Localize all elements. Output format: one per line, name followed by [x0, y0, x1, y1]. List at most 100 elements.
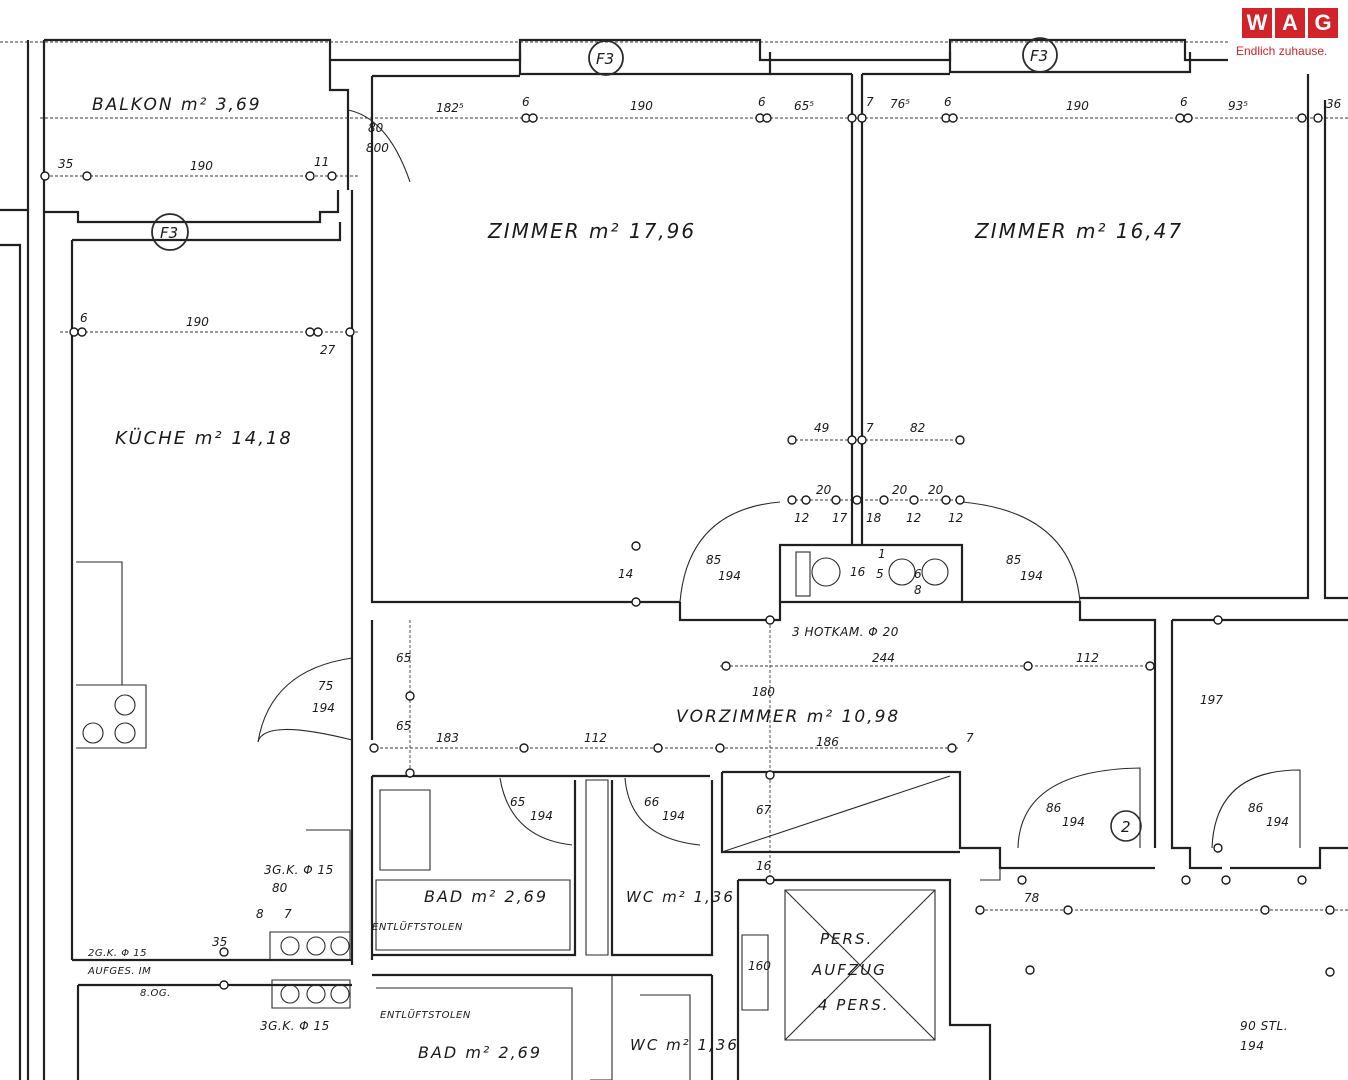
dimension-label: 7 — [966, 731, 974, 745]
dimension-label: 112 — [584, 731, 607, 745]
dimension-label: 160 — [748, 959, 771, 973]
logo-letter: A — [1275, 8, 1305, 38]
dimension-label: 67 — [756, 803, 772, 817]
room-label-aufzug: 4 PERS. — [818, 996, 890, 1014]
dimension-label: 65 — [510, 795, 525, 809]
note-stufen-value: 194 — [1240, 1039, 1264, 1053]
logo-letter: G — [1308, 8, 1338, 38]
dimension-label: 190 — [630, 99, 653, 113]
room-label-wc-1: WC m² 1,36 — [626, 888, 735, 906]
dimension-label: 8 — [256, 907, 264, 921]
room-label-vorzimmer: VORZIMMER m² 10,98 — [676, 707, 900, 727]
dimension-points — [40, 113, 1335, 990]
dimension-label: 7 — [866, 95, 874, 109]
dimension-label: 800 — [366, 141, 389, 155]
note-entlueftung: ENTLÜFTSTOLEN — [372, 920, 463, 933]
window-marker-f3-label: F3 — [160, 224, 178, 242]
dimension-label: 7 — [284, 907, 292, 921]
dimension-label: 112 — [1076, 651, 1099, 665]
dimension-label: 14 — [618, 567, 633, 581]
window-marker-f3 — [588, 40, 624, 76]
dimension-label: 190 — [186, 315, 209, 329]
dimension-label: 49 — [814, 421, 829, 435]
dimension-label: 6 — [80, 311, 88, 325]
window-marker-f3 — [151, 213, 189, 251]
room-label-kueche: KÜCHE m² 14,18 — [115, 427, 293, 449]
dimension-label: 85 — [1006, 553, 1021, 567]
dimension-label: 183 — [436, 731, 459, 745]
dimension-label: 36 — [1326, 97, 1342, 111]
dimension-label: 244 — [872, 651, 895, 665]
dimension-label: 194 — [1020, 569, 1043, 583]
note-strang: 3G.K. Φ 15 — [260, 1019, 330, 1033]
dimension-label: 20 — [892, 483, 908, 497]
dimension-label: 182⁵ — [436, 101, 464, 115]
door-swings — [257, 109, 1301, 849]
annotations: 3 HOTKAM. Φ 20 ENTLÜFTSTOLEN ENTLÜFTSTOL… — [87, 625, 1288, 1053]
dimension-label: 186 — [816, 735, 839, 749]
dimension-label: 35 — [58, 157, 73, 171]
note-entlueftung: ENTLÜFTSTOLEN — [380, 1008, 471, 1021]
dimension-label: 194 — [312, 701, 335, 715]
logo-tagline: Endlich zuhause. — [1236, 44, 1328, 58]
dimension-label: 27 — [320, 343, 336, 357]
dimension-label: 7 — [866, 421, 874, 435]
dimension-label: 86 — [1046, 801, 1062, 815]
note-strang: 3G.K. Φ 15 — [264, 863, 334, 877]
dimension-labels: 35 190 11 80 800 182⁵ 6 190 6 65⁵ 7 76⁵ … — [58, 95, 1342, 973]
room-label-zimmer-2: ZIMMER m² 16,47 — [974, 219, 1183, 243]
dimension-label: 12 — [794, 511, 809, 525]
dimension-label: 194 — [530, 809, 553, 823]
door-marker — [1110, 810, 1142, 842]
dimension-label: 82 — [910, 421, 925, 435]
room-label-zimmer-1: ZIMMER m² 17,96 — [487, 219, 696, 243]
room-labels: BALKON m² 3,69 ZIMMER m² 17,96 ZIMMER m²… — [92, 95, 1183, 1062]
dimension-label: 190 — [190, 159, 213, 173]
dimension-label: 190 — [1066, 99, 1089, 113]
window-marker-f3 — [1022, 37, 1058, 73]
dimension-label: 93⁵ — [1228, 99, 1248, 113]
logo-mark: W A G — [1242, 8, 1338, 38]
dimension-label: 8 — [914, 583, 922, 597]
dimension-label: 65 — [396, 719, 411, 733]
dimension-label: 6 — [914, 567, 922, 581]
room-label-bad-1: BAD m² 2,69 — [424, 887, 548, 906]
dimension-label: 66 — [644, 795, 660, 809]
note-stufen: 90 STL. — [1240, 1019, 1288, 1033]
dimension-label: 194 — [1062, 815, 1085, 829]
room-label-bad-2: BAD m² 2,69 — [418, 1043, 542, 1062]
note-strang: 2G.K. Φ 15 — [88, 948, 147, 959]
note-aufges: AUFGES. IM — [87, 966, 151, 977]
room-label-balkon: BALKON m² 3,69 — [92, 95, 262, 115]
dimension-label: 78 — [1024, 891, 1040, 905]
dimension-label: 85 — [706, 553, 721, 567]
dimension-label: 86 — [1248, 801, 1264, 815]
dimension-label: 194 — [662, 809, 685, 823]
dimension-label: 65⁵ — [794, 99, 814, 113]
dimension-label: 75 — [318, 679, 333, 693]
dimension-label: 180 — [752, 685, 775, 699]
dimension-label: 16 — [850, 565, 866, 579]
dimension-label: 11 — [314, 155, 329, 169]
dimension-label: 80 — [272, 881, 288, 895]
dimension-label: 6 — [944, 95, 952, 109]
brand-logo: W A G Endlich zuhause. — [1228, 0, 1348, 66]
room-label-aufzug: PERS. — [820, 930, 873, 948]
dimension-label: 76⁵ — [890, 97, 910, 111]
dimension-label: 1 — [878, 547, 886, 561]
dimension-label: 20 — [928, 483, 944, 497]
dimension-label: 6 — [758, 95, 766, 109]
room-label-aufzug: AUFZUG — [811, 961, 887, 979]
appliances — [82, 551, 949, 1004]
walls — [0, 38, 1348, 1080]
dimension-label: 80 — [368, 121, 384, 135]
dimension-label: 5 — [876, 567, 884, 581]
logo-letter: W — [1242, 8, 1272, 38]
dimension-label: 12 — [948, 511, 963, 525]
room-label-wc-2: WC m² 1,36 — [630, 1036, 739, 1054]
note-aufges-floor: 8.OG. — [140, 988, 171, 999]
door-marker-label: 2 — [1121, 818, 1131, 836]
dimension-label: 6 — [522, 95, 530, 109]
dimension-label: 194 — [718, 569, 741, 583]
